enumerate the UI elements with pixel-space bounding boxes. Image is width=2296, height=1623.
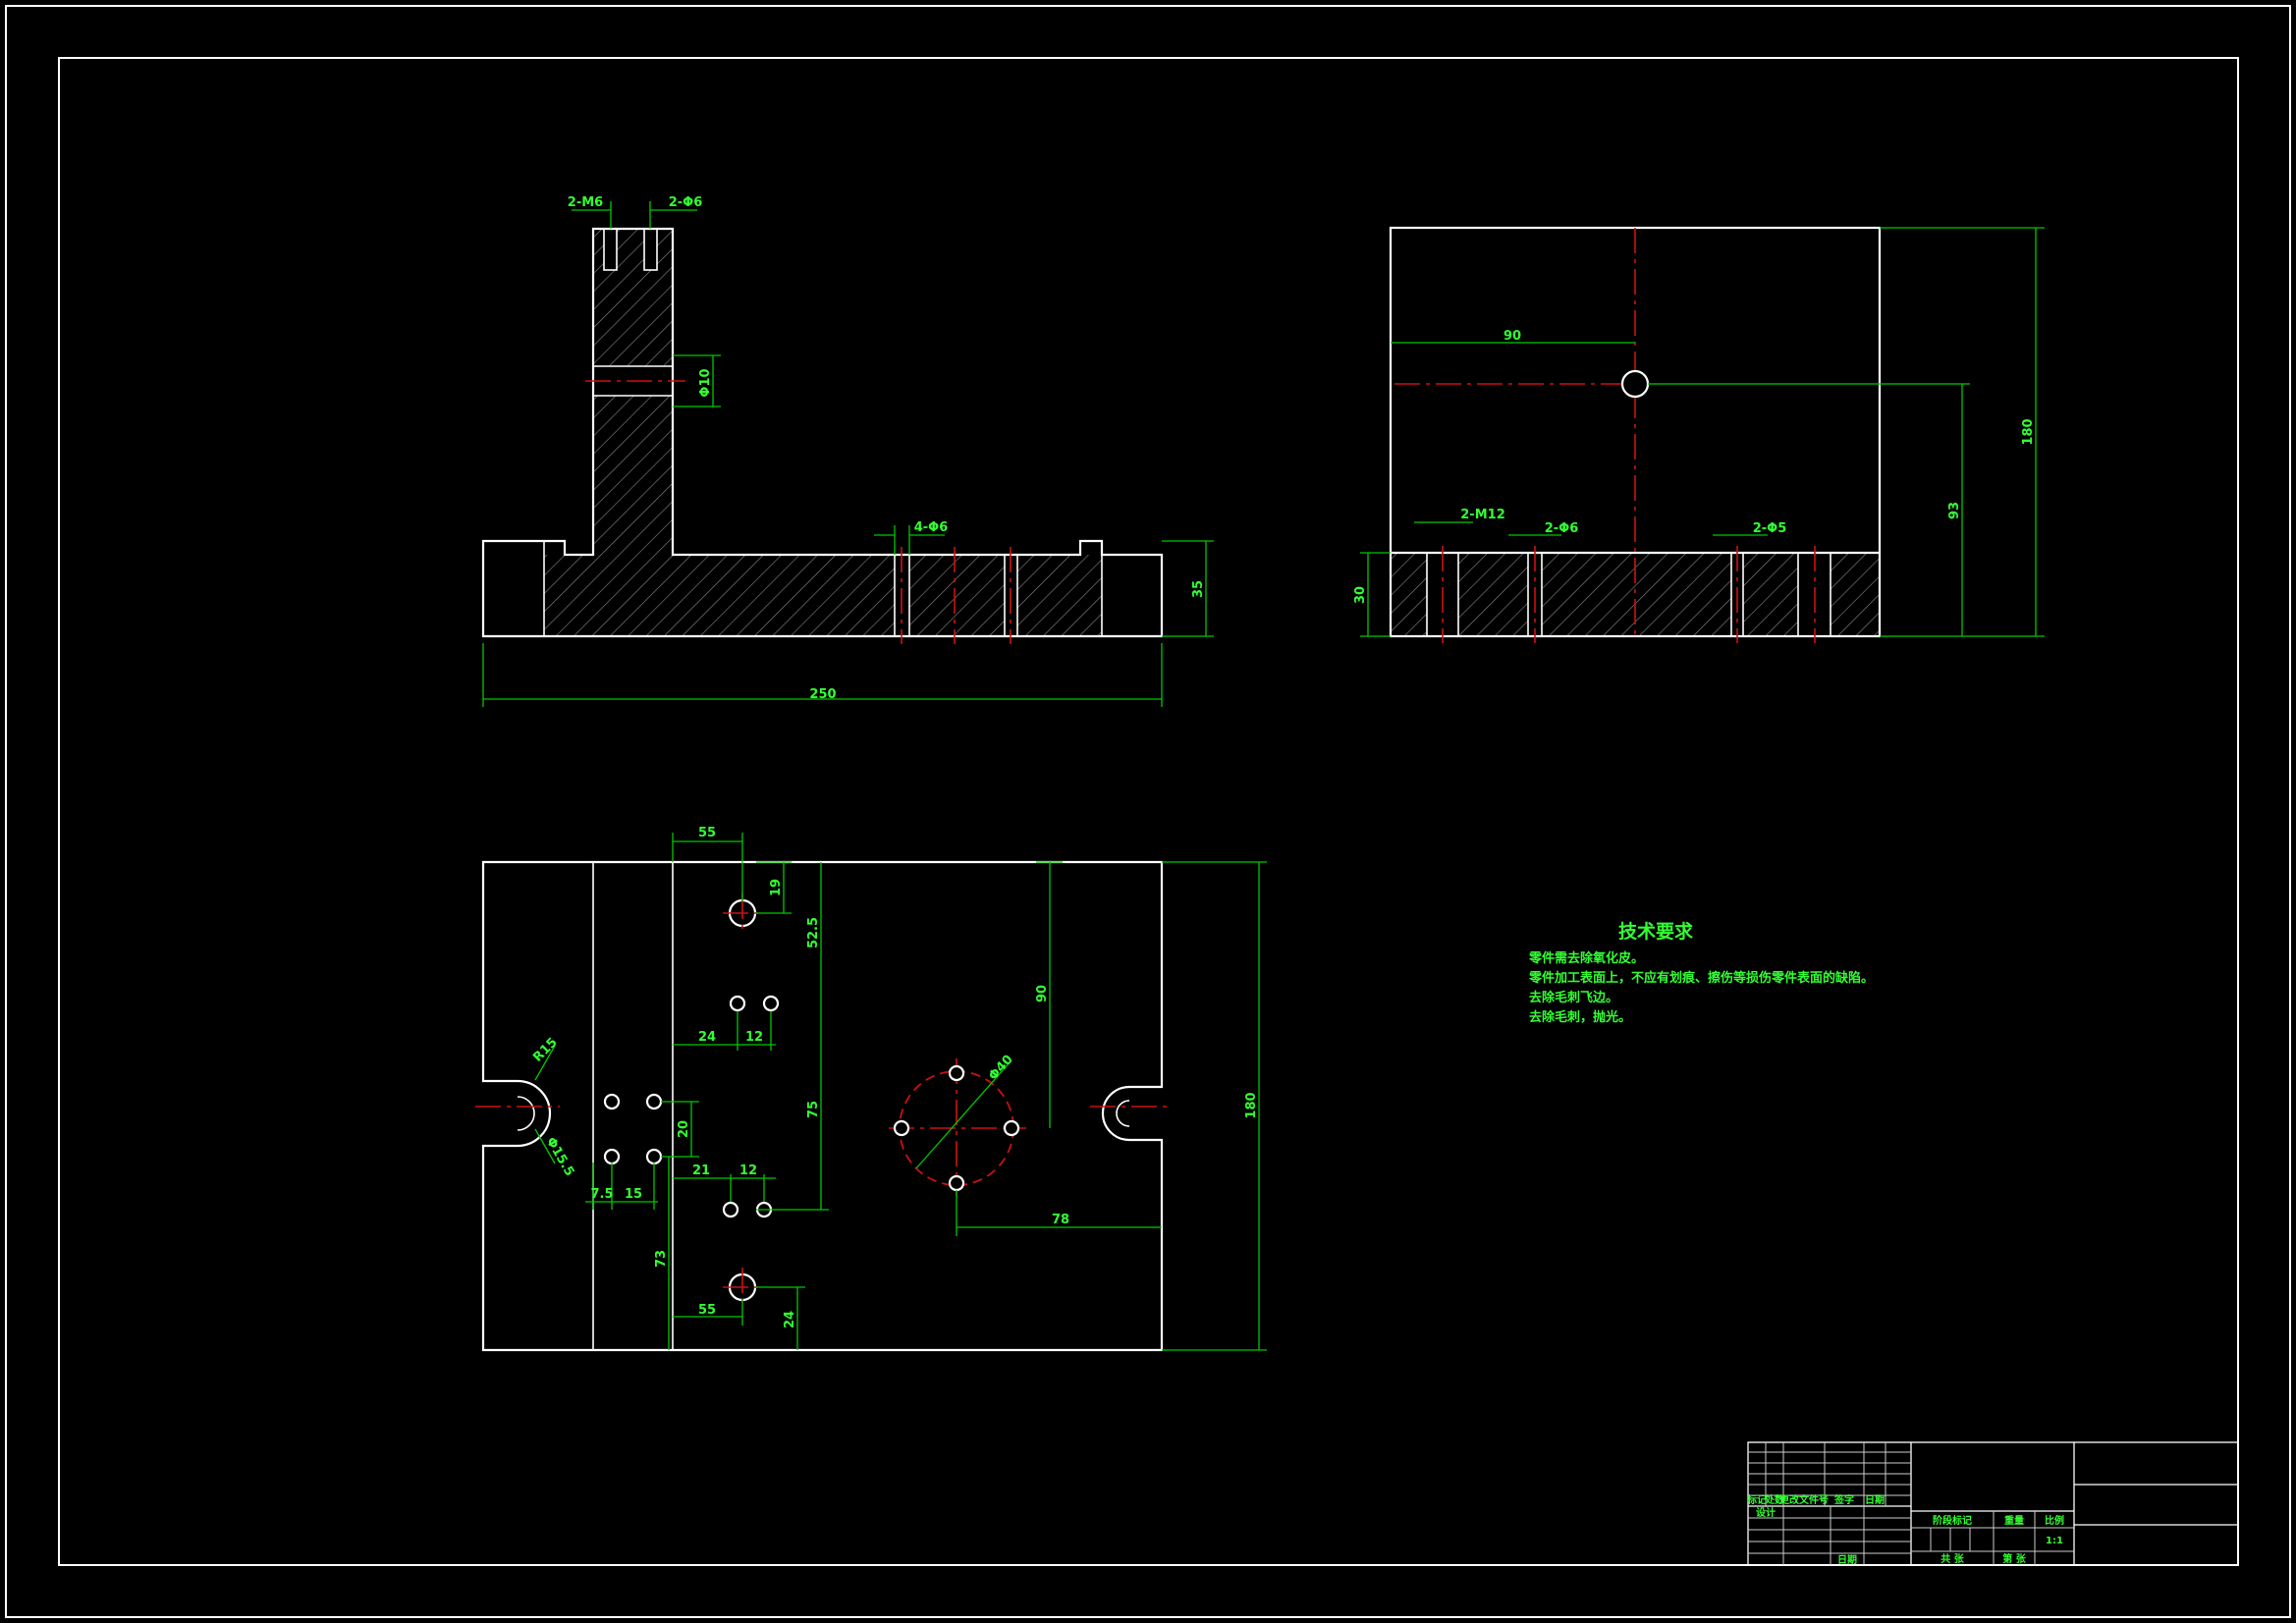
dim-front-width: 250 xyxy=(809,687,836,702)
tb-weight-label: 重量 xyxy=(2004,1514,2024,1527)
dim-side-93: 93 xyxy=(1947,502,1962,519)
callout-front-2phi6: 2-Φ6 xyxy=(669,195,703,210)
dim-top-78: 78 xyxy=(1052,1213,1069,1227)
tech-requirement-line: 零件加工表面上，不应有划痕、擦伤等损伤零件表面的缺陷。 xyxy=(1528,970,1874,986)
front-view: 250 35 Φ10 2-M6 2-Φ6 4-Φ6 xyxy=(481,195,1214,707)
tb-date-label: 日期 xyxy=(1837,1553,1857,1566)
dim-top-55-a: 55 xyxy=(698,826,716,840)
dim-top-75: 75 xyxy=(806,1101,821,1118)
dim-front-bore: Φ10 xyxy=(698,368,713,397)
tb-rev-header-sign: 签字 xyxy=(1833,1493,1854,1506)
dim-side-180: 180 xyxy=(2021,418,2036,445)
top-view: 55 19 52.5 90 24 12 R15 Φ15.5 Φ40 20 75 … xyxy=(475,826,1267,1352)
inner-drawing-frame xyxy=(58,57,2239,1566)
tech-requirement-line: 去除毛刺飞边。 xyxy=(1529,990,1618,1005)
tb-rev-header-mark: 标记 xyxy=(1746,1493,1767,1506)
dim-front-height: 35 xyxy=(1191,580,1206,598)
outer-sheet-border xyxy=(5,5,2291,1618)
tb-scale-value: 1:1 xyxy=(2046,1536,2063,1546)
tb-rev-header-date: 日期 xyxy=(1865,1493,1885,1506)
tb-rev-header-file: 更改文件号 xyxy=(1779,1493,1829,1506)
dim-top-90: 90 xyxy=(1035,985,1050,1002)
dim-top-20: 20 xyxy=(677,1120,691,1138)
tech-requirement-line: 去除毛刺，抛光。 xyxy=(1529,1009,1631,1025)
dim-side-30: 30 xyxy=(1353,586,1368,604)
tb-stage-label: 阶段标记 xyxy=(1933,1514,1972,1527)
callout-front-2m6: 2-M6 xyxy=(568,195,603,210)
dim-top-52-5: 52.5 xyxy=(806,917,821,948)
dim-top-12-b: 12 xyxy=(739,1163,757,1178)
tb-design-label: 设计 xyxy=(1756,1506,1776,1519)
tb-sheets-total: 共 张 xyxy=(1941,1552,1964,1565)
dim-top-r15: R15 xyxy=(530,1035,560,1064)
dim-top-24-a: 24 xyxy=(698,1030,716,1045)
tech-requirements-heading: 技术要求 xyxy=(1618,920,1694,943)
callout-front-4phi6: 4-Φ6 xyxy=(914,520,949,535)
tb-scale-label: 比例 xyxy=(2045,1514,2064,1527)
dim-top-phi40: Φ40 xyxy=(986,1053,1016,1084)
dim-top-21: 21 xyxy=(692,1163,710,1178)
side-view: 90 93 180 30 2-M12 2-Φ6 2-Φ5 xyxy=(1353,226,2045,643)
dim-top-12-a: 12 xyxy=(745,1030,763,1045)
title-block: 标记 处数 更改文件号 签字 日期 设计 日期 阶段标记 重量 比例 1:1 共… xyxy=(1746,1441,2239,1566)
callout-side-2phi5: 2-Φ5 xyxy=(1753,521,1787,536)
dim-side-90: 90 xyxy=(1503,329,1521,344)
tech-requirements: 技术要求 零件需去除氧化皮。 零件加工表面上，不应有划痕、擦伤等损伤零件表面的缺… xyxy=(1528,920,1874,1025)
dim-top-24-b: 24 xyxy=(783,1311,797,1328)
dim-top-180: 180 xyxy=(1244,1092,1259,1118)
dim-top-55-b: 55 xyxy=(698,1303,716,1318)
dim-top-73: 73 xyxy=(654,1250,669,1268)
dim-top-19: 19 xyxy=(769,879,784,896)
dim-top-15: 15 xyxy=(625,1187,642,1202)
dim-top-phi-cut: Φ15.5 xyxy=(543,1135,577,1179)
dim-top-7-5: 7.5 xyxy=(590,1187,613,1202)
callout-side-2phi6: 2-Φ6 xyxy=(1545,521,1579,536)
tb-rev-header-count: 处数 xyxy=(1764,1493,1785,1506)
tb-sheet-no: 第 张 xyxy=(2002,1552,2026,1565)
tech-requirement-line: 零件需去除氧化皮。 xyxy=(1528,950,1644,966)
callout-side-2m12: 2-M12 xyxy=(1460,508,1504,522)
